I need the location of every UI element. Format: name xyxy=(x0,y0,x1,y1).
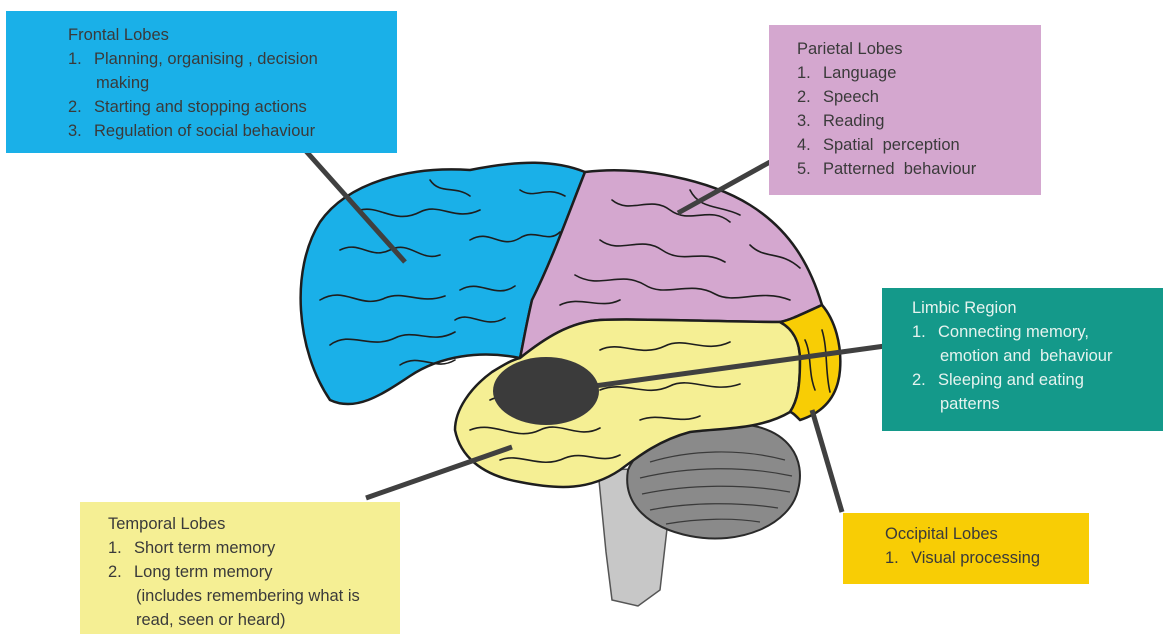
limbic-region-list: 1. Connecting memory, emotion and behavi… xyxy=(912,320,1163,416)
item-number: 4. xyxy=(797,133,811,157)
temporal-lobes-title: Temporal Lobes xyxy=(108,512,400,536)
list-item: 1. Visual processing xyxy=(885,546,1089,570)
occipital-lobes-list: 1. Visual processing xyxy=(885,546,1089,570)
item-number: 1. xyxy=(108,536,122,560)
list-item: 2. Long term memory (includes rememberin… xyxy=(108,560,400,632)
list-item: 1. Short term memory xyxy=(108,536,400,560)
item-text: Starting and stopping actions xyxy=(94,98,307,116)
limbic-region-marker xyxy=(493,357,599,425)
item-number: 1. xyxy=(68,47,82,71)
limbic-region-box: Limbic Region 1. Connecting memory, emot… xyxy=(882,288,1163,431)
parietal-lobes-title: Parietal Lobes xyxy=(797,37,1041,61)
item-number: 5. xyxy=(797,157,811,181)
item-text: Speech xyxy=(823,88,879,106)
item-number: 2. xyxy=(68,95,82,119)
list-item: 3. Regulation of social behaviour xyxy=(68,119,397,143)
item-number: 2. xyxy=(108,560,122,584)
item-text: Connecting memory, xyxy=(938,323,1089,341)
item-text: Spatial perception xyxy=(823,136,960,154)
item-text-continued: emotion and behaviour xyxy=(938,344,1163,368)
item-text: Regulation of social behaviour xyxy=(94,122,315,140)
list-item: 4. Spatial perception xyxy=(797,133,1041,157)
item-text: Language xyxy=(823,64,896,82)
frontal-lobes-box: Frontal Lobes 1. Planning, organising , … xyxy=(6,11,397,153)
item-text: Visual processing xyxy=(911,549,1040,567)
list-item: 5. Patterned behaviour xyxy=(797,157,1041,181)
frontal-lobes-title: Frontal Lobes xyxy=(68,23,397,47)
item-text-continued: patterns xyxy=(938,392,1163,416)
list-item: 3. Reading xyxy=(797,109,1041,133)
item-text: Reading xyxy=(823,112,884,130)
parietal-lobes-box: Parietal Lobes 1. Language 2. Speech 3. … xyxy=(769,25,1041,195)
item-text-continued: making xyxy=(94,71,397,95)
item-text: Long term memory xyxy=(134,563,272,581)
item-number: 2. xyxy=(912,368,926,392)
item-text: Sleeping and eating xyxy=(938,371,1084,389)
item-number: 1. xyxy=(797,61,811,85)
occipital-lobes-title: Occipital Lobes xyxy=(885,522,1089,546)
occipital-leader-line xyxy=(812,410,842,512)
list-item: 2. Speech xyxy=(797,85,1041,109)
item-text: Planning, organising , decision xyxy=(94,50,318,68)
temporal-lobes-box: Temporal Lobes 1. Short term memory 2. L… xyxy=(80,502,400,634)
item-number: 1. xyxy=(885,546,899,570)
limbic-region-title: Limbic Region xyxy=(912,296,1163,320)
list-item: 2. Starting and stopping actions xyxy=(68,95,397,119)
item-text: Short term memory xyxy=(134,539,275,557)
item-number: 1. xyxy=(912,320,926,344)
item-text-continued: read, seen or heard) xyxy=(134,608,400,632)
item-text: Patterned behaviour xyxy=(823,160,976,178)
item-number: 2. xyxy=(797,85,811,109)
list-item: 1. Planning, organising , decision makin… xyxy=(68,47,397,95)
temporal-lobes-list: 1. Short term memory 2. Long term memory… xyxy=(108,536,400,632)
item-number: 3. xyxy=(68,119,82,143)
frontal-lobes-list: 1. Planning, organising , decision makin… xyxy=(68,47,397,143)
item-number: 3. xyxy=(797,109,811,133)
list-item: 1. Language xyxy=(797,61,1041,85)
occipital-lobes-box: Occipital Lobes 1. Visual processing xyxy=(843,513,1089,584)
item-text-continued: (includes remembering what is xyxy=(134,584,400,608)
parietal-lobes-list: 1. Language 2. Speech 3. Reading 4. Spat… xyxy=(797,61,1041,181)
list-item: 1. Connecting memory, emotion and behavi… xyxy=(912,320,1163,368)
list-item: 2. Sleeping and eating patterns xyxy=(912,368,1163,416)
